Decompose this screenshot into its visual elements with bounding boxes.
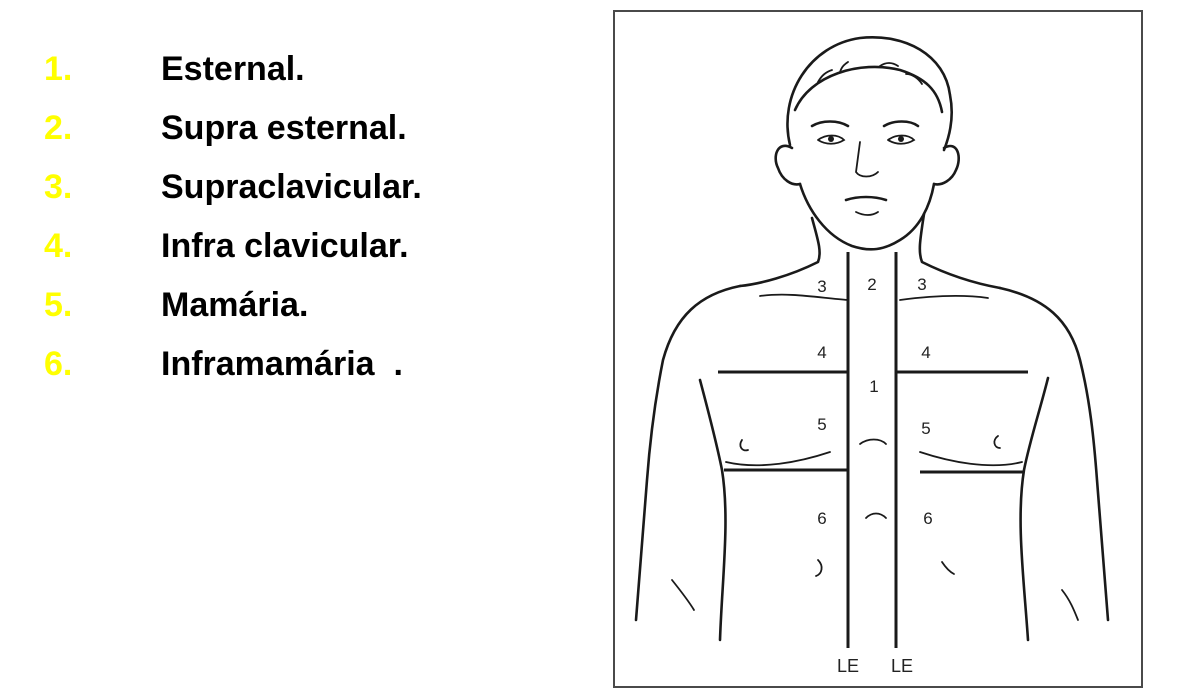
legend-label: Inframamária . [161,345,403,383]
arm-crease-left [1061,589,1079,621]
legend-number: 6. [44,345,73,383]
ear-left [932,144,960,186]
arm-crease-right [671,579,695,611]
region-label-mammary-right: 5 [817,415,826,434]
legend-item-infraclavicular: 4. Infra clavicular. [44,217,422,276]
pupil-right [828,136,834,142]
eye-left [887,134,916,145]
legend-number: 5. [44,286,73,324]
neck-left [918,212,1002,290]
legend-label: Infra clavicular. [161,227,409,265]
legend-number: 2. [44,109,73,147]
rib-mark-right [815,559,823,577]
brow-left [882,120,920,128]
hair-line [793,65,944,114]
chin-line [855,211,879,216]
legend-label: Supraclavicular. [161,168,422,206]
neck-right [738,216,821,288]
legend-number: 1. [44,50,73,88]
head-outline [786,36,954,152]
region-label-inframammary-right: 6 [817,509,826,528]
region-legend: 1. Esternal. 2. Supra esternal. 3. Supra… [44,40,422,394]
region-label-sternal: 1 [869,377,878,396]
eye-right [817,134,846,145]
rib-mark-left [941,561,955,575]
legend-label: Supra esternal. [161,109,407,147]
hair-strokes [817,61,923,85]
jaw-outline [798,182,936,251]
region-label-inframammary-left: 6 [923,509,932,528]
legend-item-inframammary: 6. Inframamária . [44,335,422,394]
region-label-supraclavicular-left: 3 [917,275,926,294]
legend-item-mammary: 5. Mamária. [44,276,422,335]
pupil-left [898,136,904,142]
clavicle-right [759,293,849,301]
region-label-infraclavicular-left: 4 [921,343,930,362]
torso-side-left [1019,376,1050,642]
sternal-line-label-right: LE [837,656,859,676]
region-label-supraclavicular-right: 3 [817,277,826,296]
shoulder-left [998,286,1110,622]
torso-figure-frame [613,10,1143,688]
xiphoid-mark [865,512,887,519]
region-label-infraclavicular-right: 4 [817,343,826,362]
region-label-suprasternal: 2 [867,275,876,294]
legend-number: 4. [44,227,73,265]
legend-item-suprasternal: 2. Supra esternal. [44,99,422,158]
sternum-notch [859,438,887,445]
torso-side-right [698,378,727,642]
nose [855,141,879,178]
pec-line-left [919,451,1023,467]
legend-number: 3. [44,168,73,206]
sternal-line-label-left: LE [891,656,913,676]
brow-right [810,120,850,128]
legend-item-sternal: 1. Esternal. [44,40,422,99]
legend-label: Mamária. [161,286,309,324]
legend-label: Esternal. [161,50,305,88]
nipple-left [993,435,1001,449]
clavicle-left [899,294,989,301]
legend-item-supraclavicular: 3. Supraclavicular. [44,158,422,217]
region-label-mammary-left: 5 [921,419,930,438]
mouth [844,195,888,202]
nipple-right [739,439,749,452]
pec-line-right [725,451,831,467]
ear-right [774,144,802,186]
shoulder-right [634,284,742,622]
